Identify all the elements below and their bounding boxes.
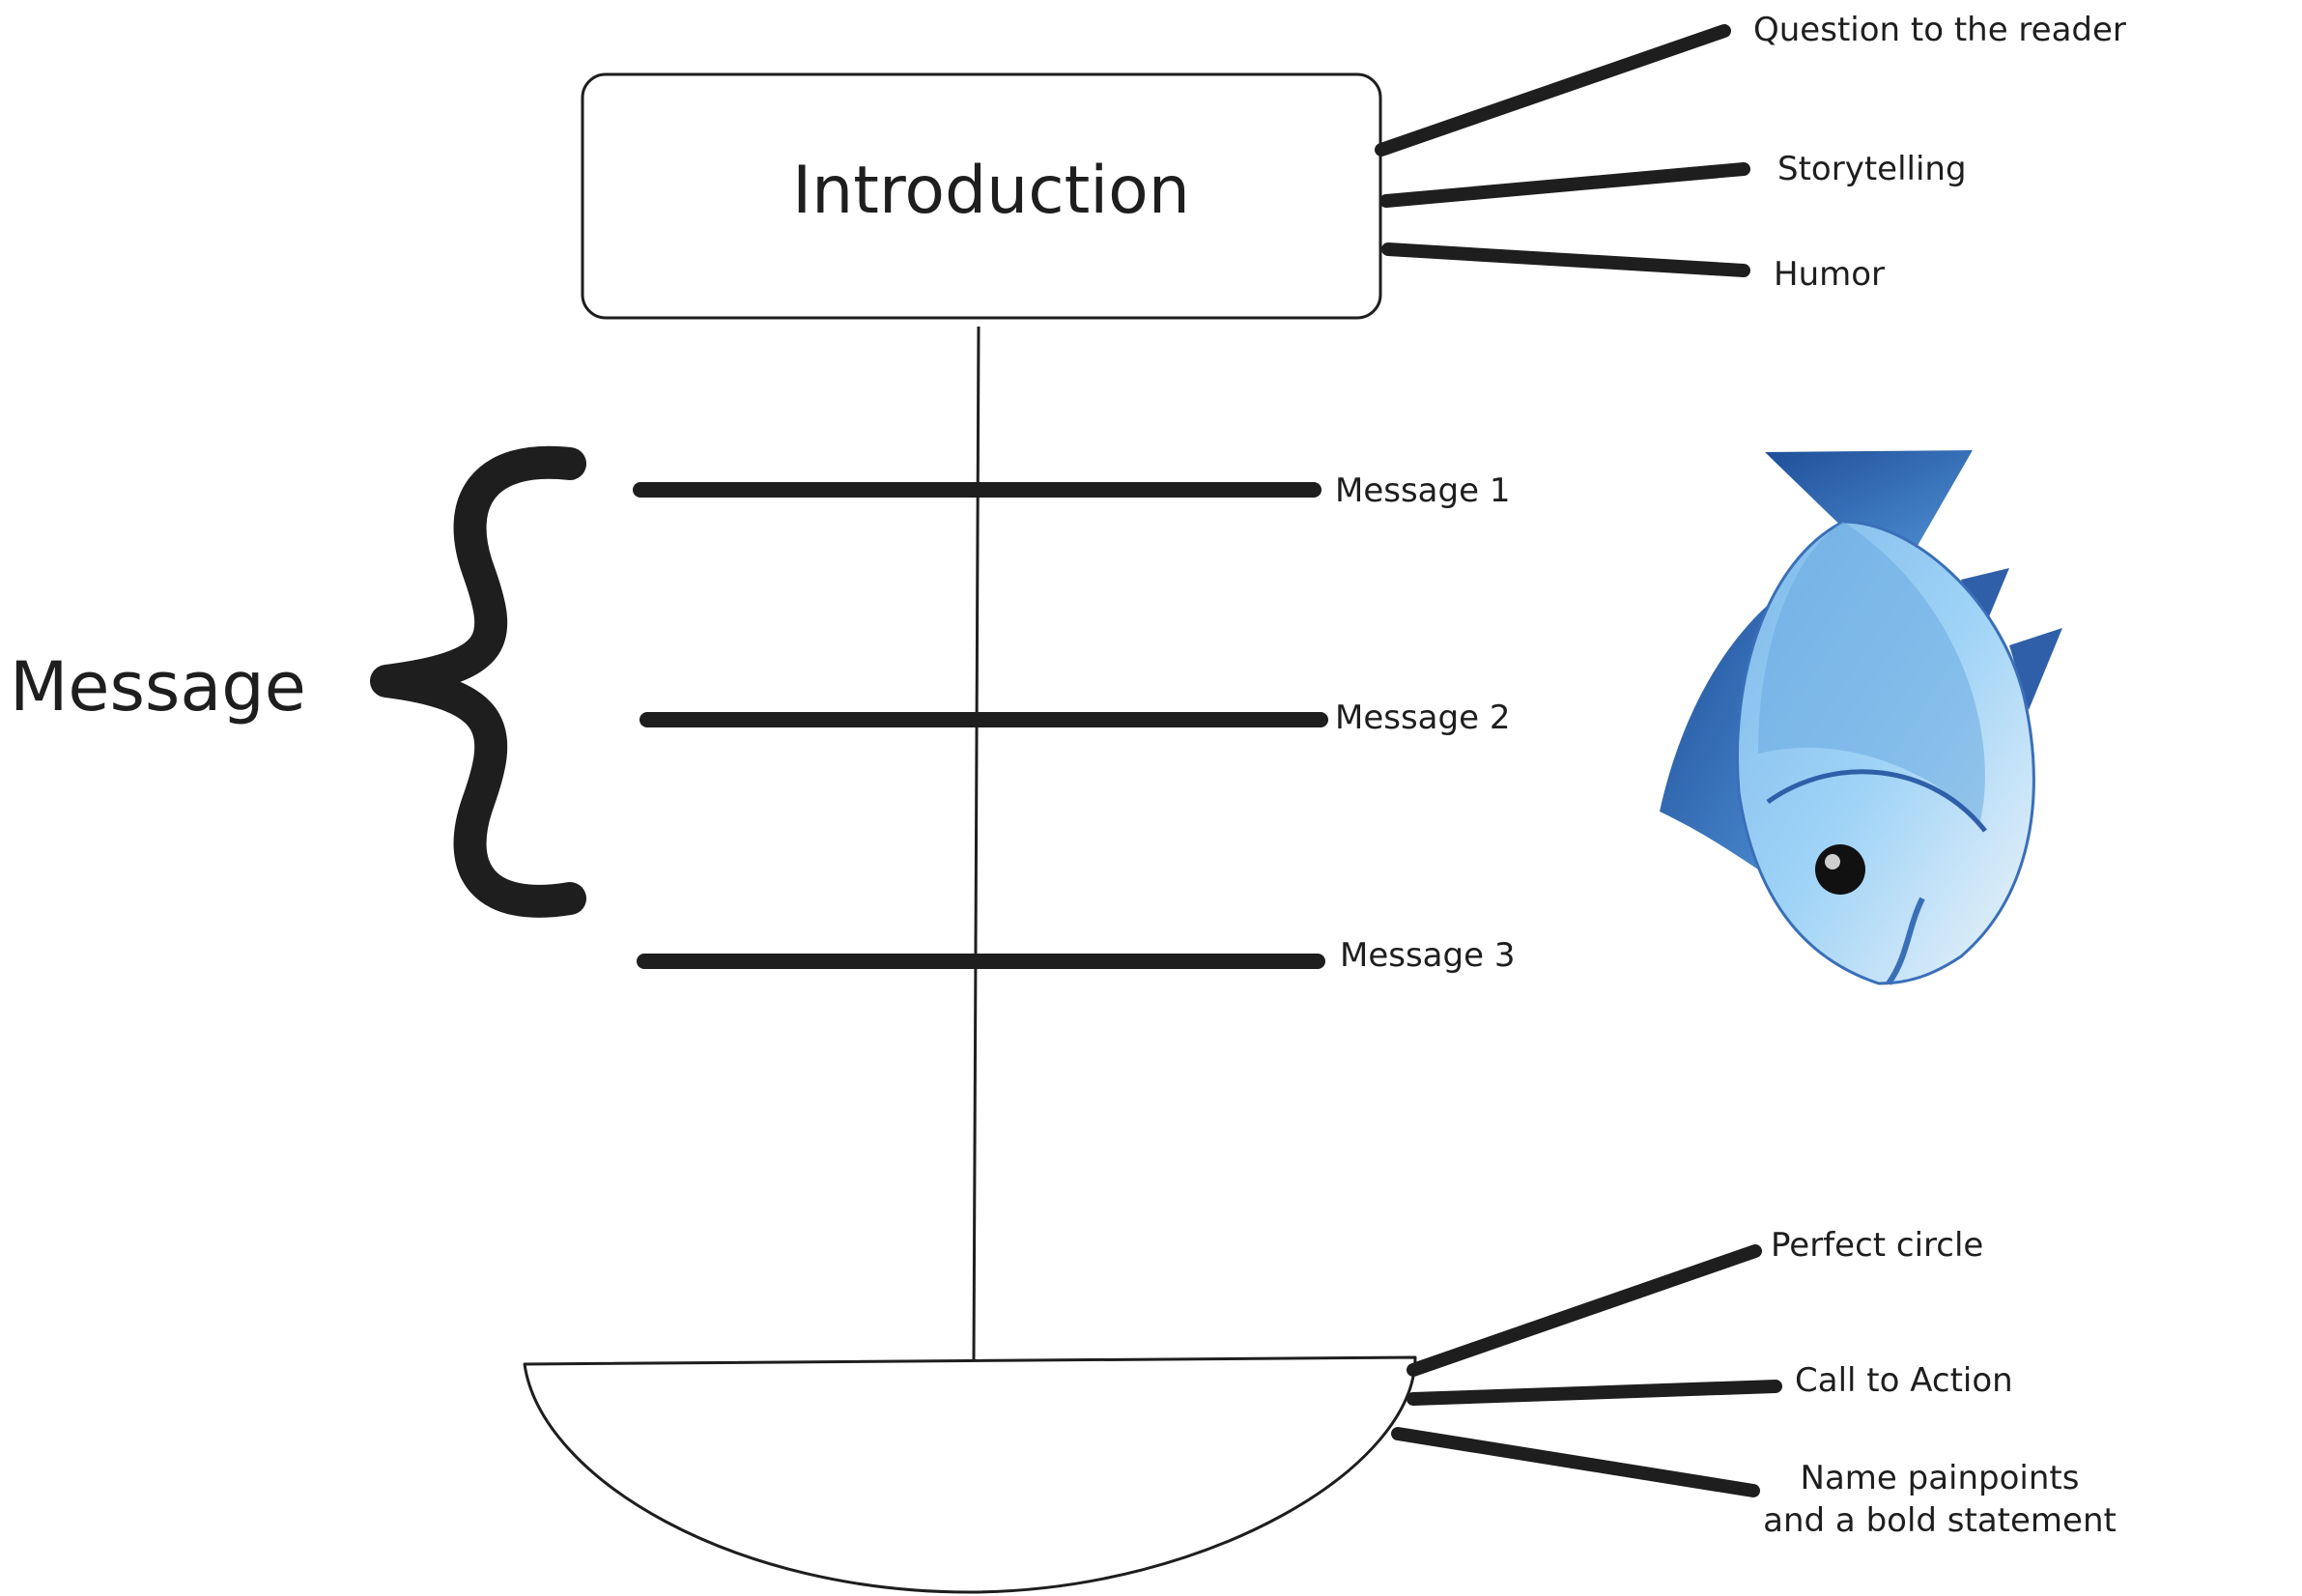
branch-label-humor: Humor — [1774, 255, 1885, 294]
message-label-3: Message 3 — [1340, 936, 1515, 975]
branch-line-painpoints — [1391, 1427, 1760, 1497]
branch-line-question — [1375, 24, 1731, 157]
message-group-label: Message — [10, 647, 306, 727]
branch-label-call-to-action: Call to Action — [1795, 1361, 2013, 1400]
branch-line-perfect-circle — [1407, 1244, 1762, 1377]
fish-fin-top — [1961, 568, 2009, 638]
conclusion-bowl[interactable] — [523, 1355, 1417, 1594]
branch-line-storytelling — [1379, 162, 1750, 208]
branch-label-perfect-circle: Perfect circle — [1771, 1226, 1983, 1265]
fish-shading — [1758, 522, 1985, 821]
branch-label-painpoints-line1: Name painpoints — [1801, 1459, 2080, 1497]
conclusion-branches: Perfect circle Call to Action Name painp… — [1391, 1226, 2117, 1540]
message-lines: Message 1 Message 2 Message 3 — [633, 471, 1515, 975]
fish-icon — [1660, 450, 2062, 985]
introduction-node[interactable]: Introduction — [581, 72, 1382, 320]
introduction-box — [581, 72, 1382, 320]
branch-line-humor — [1381, 242, 1750, 277]
fish-tail — [1765, 450, 1973, 551]
fish-eye — [1815, 844, 1865, 895]
branch-label-painpoints-line2: and a bold statement — [1763, 1501, 2117, 1540]
curly-brace — [370, 445, 586, 918]
fish-mouth — [1886, 897, 1925, 985]
spine-line — [972, 326, 980, 1361]
fish-gill — [1766, 769, 1987, 833]
message-label-1: Message 1 — [1335, 471, 1510, 510]
branch-line-call-to-action — [1407, 1380, 1782, 1406]
branch-label-storytelling: Storytelling — [1777, 150, 1967, 188]
fish-eye-highlight — [1825, 854, 1840, 869]
message-label-2: Message 2 — [1335, 698, 1510, 737]
introduction-title: Introduction — [792, 153, 1190, 229]
intro-branches: Question to the reader Storytelling Humo… — [1375, 11, 2126, 294]
branch-label-question: Question to the reader — [1753, 11, 2126, 49]
